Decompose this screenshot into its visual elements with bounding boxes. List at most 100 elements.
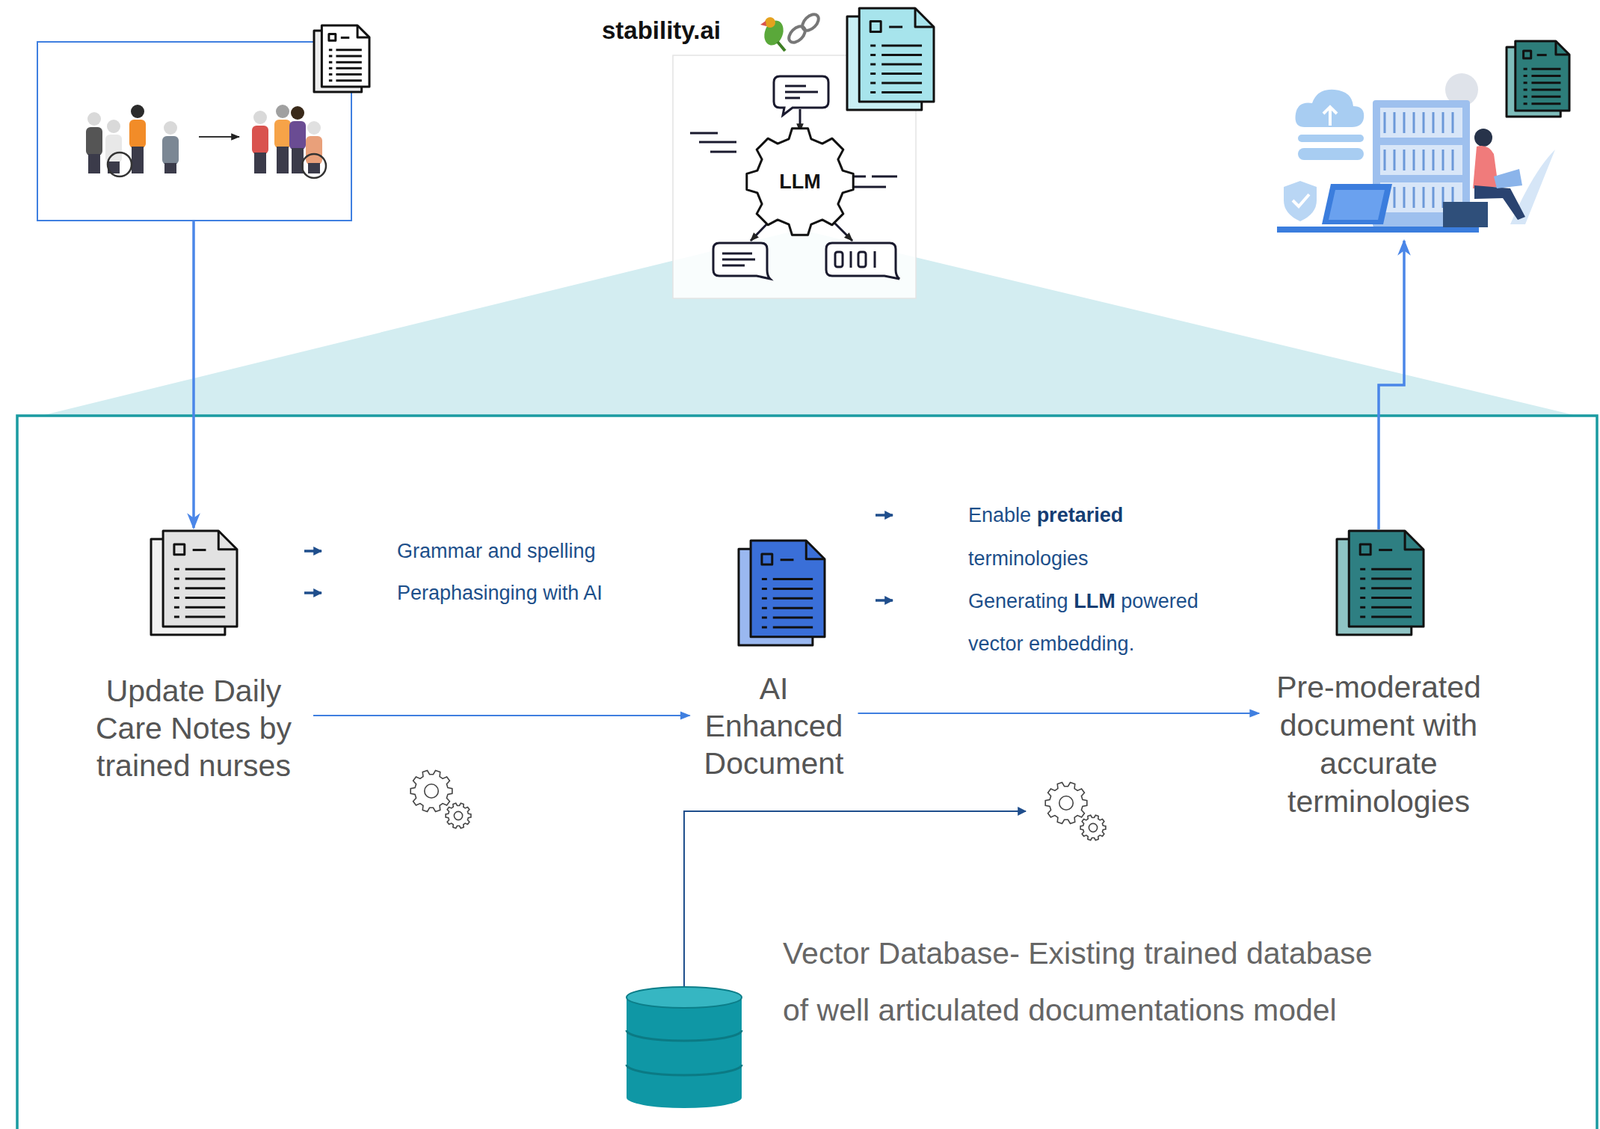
person-figure	[129, 119, 146, 149]
document-icon	[1523, 95, 1562, 98]
document-icon	[870, 91, 922, 94]
gear-label: LLM	[779, 169, 821, 194]
langchain-logo	[764, 17, 776, 28]
gear-icon	[1045, 782, 1088, 824]
document-icon	[1348, 530, 1424, 627]
label-line: Enablepretaried	[968, 503, 1123, 528]
person-figure	[162, 121, 179, 174]
document-icon	[761, 597, 813, 600]
document-icon	[1523, 88, 1562, 92]
server-illustration	[1383, 112, 1387, 134]
llm-icon	[874, 251, 877, 268]
server-illustration	[1292, 194, 1310, 207]
langchain-logo	[777, 41, 786, 51]
document-icon	[1360, 568, 1412, 571]
server-illustration	[1328, 189, 1385, 220]
wheelchair	[302, 154, 326, 178]
label-line: GeneratingLLMpowered	[968, 589, 1199, 614]
document-icon	[314, 25, 370, 92]
document-icon	[328, 79, 362, 82]
gear-icon	[410, 770, 453, 812]
server-illustration	[1442, 201, 1488, 228]
document-icon	[1515, 41, 1570, 111]
person-figure	[251, 110, 269, 174]
node-label: Update Daily Care Notes by trained nurse…	[81, 672, 306, 785]
process-region	[17, 415, 1598, 1129]
server-illustration	[1442, 149, 1445, 171]
document-icon	[1360, 616, 1412, 619]
vector-database-icon	[626, 986, 742, 1109]
person-figure	[254, 152, 267, 174]
llm-icon	[722, 253, 756, 266]
document-icon	[218, 530, 238, 550]
node-label: Vector Database- Existing trained databa…	[782, 924, 1390, 1039]
person-figure	[274, 104, 291, 174]
document-icon	[859, 8, 934, 102]
server-illustration	[1413, 186, 1416, 208]
llm-icon	[690, 133, 737, 152]
server-illustration	[1474, 128, 1493, 147]
process-step: AI Enhanced Document	[690, 669, 859, 783]
server-illustration	[1403, 186, 1406, 208]
llm-icon	[785, 85, 818, 98]
person-figure	[162, 136, 179, 165]
process-step: Update Daily Care Notes by trained nurse…	[74, 672, 314, 785]
process-step: Pre-moderated document with accurate ter…	[1259, 668, 1499, 821]
langchain-logo	[760, 20, 767, 27]
document-icon	[357, 25, 370, 38]
person-figure	[253, 110, 267, 125]
server-illustration	[1277, 226, 1479, 233]
note-text: powered	[1120, 589, 1199, 613]
document-icon	[340, 36, 350, 39]
flow-connector	[858, 712, 1260, 715]
server-illustration	[1442, 112, 1445, 134]
server-illustration	[1451, 149, 1455, 171]
server-illustration	[1380, 145, 1463, 175]
document-icon	[780, 558, 795, 561]
person-figure	[131, 146, 144, 174]
document-icon	[847, 8, 934, 110]
server-illustration	[1493, 168, 1523, 189]
person-figure	[289, 121, 306, 150]
server-illustration	[1393, 186, 1396, 208]
langchain-logo	[785, 23, 809, 46]
llm-icon	[858, 251, 866, 267]
document-icon	[761, 577, 813, 581]
server-illustration	[1432, 186, 1435, 208]
person-figure	[305, 121, 323, 174]
document-icon	[174, 616, 226, 619]
server-illustration	[1295, 89, 1365, 128]
llm-icon	[713, 242, 771, 279]
document-icon	[1360, 606, 1412, 609]
server-illustration	[1451, 112, 1455, 134]
note-text: Enable	[968, 503, 1032, 527]
server-illustration	[1323, 106, 1337, 126]
document-icon	[174, 544, 185, 555]
document-icon	[1360, 544, 1371, 555]
server-illustration	[1413, 149, 1416, 171]
document-icon	[1360, 596, 1412, 599]
document-icon	[1523, 74, 1562, 78]
llm-icon	[853, 176, 898, 187]
server-illustration	[1432, 112, 1435, 134]
note-text: terminologies	[968, 547, 1089, 570]
server-illustration	[1321, 183, 1393, 225]
langchain-logo	[799, 11, 822, 34]
emphasis-text: LLM	[1073, 589, 1115, 613]
langchain-logo	[760, 11, 822, 51]
document-icon	[192, 548, 207, 552]
gear-icon	[445, 802, 472, 828]
person-figure	[307, 121, 321, 135]
person-figure	[85, 112, 103, 174]
person-figure	[85, 127, 103, 156]
flow-connector	[313, 714, 691, 717]
document-icon	[750, 540, 825, 638]
document-icon	[888, 26, 903, 29]
document-icon	[761, 625, 813, 629]
person-figure	[274, 119, 291, 149]
server-illustration	[1403, 112, 1406, 134]
server-illustration	[1422, 112, 1426, 134]
node-label: Pre-moderated document with accurate ter…	[1266, 668, 1491, 821]
document-icon	[328, 54, 362, 57]
document-icon	[328, 48, 362, 51]
